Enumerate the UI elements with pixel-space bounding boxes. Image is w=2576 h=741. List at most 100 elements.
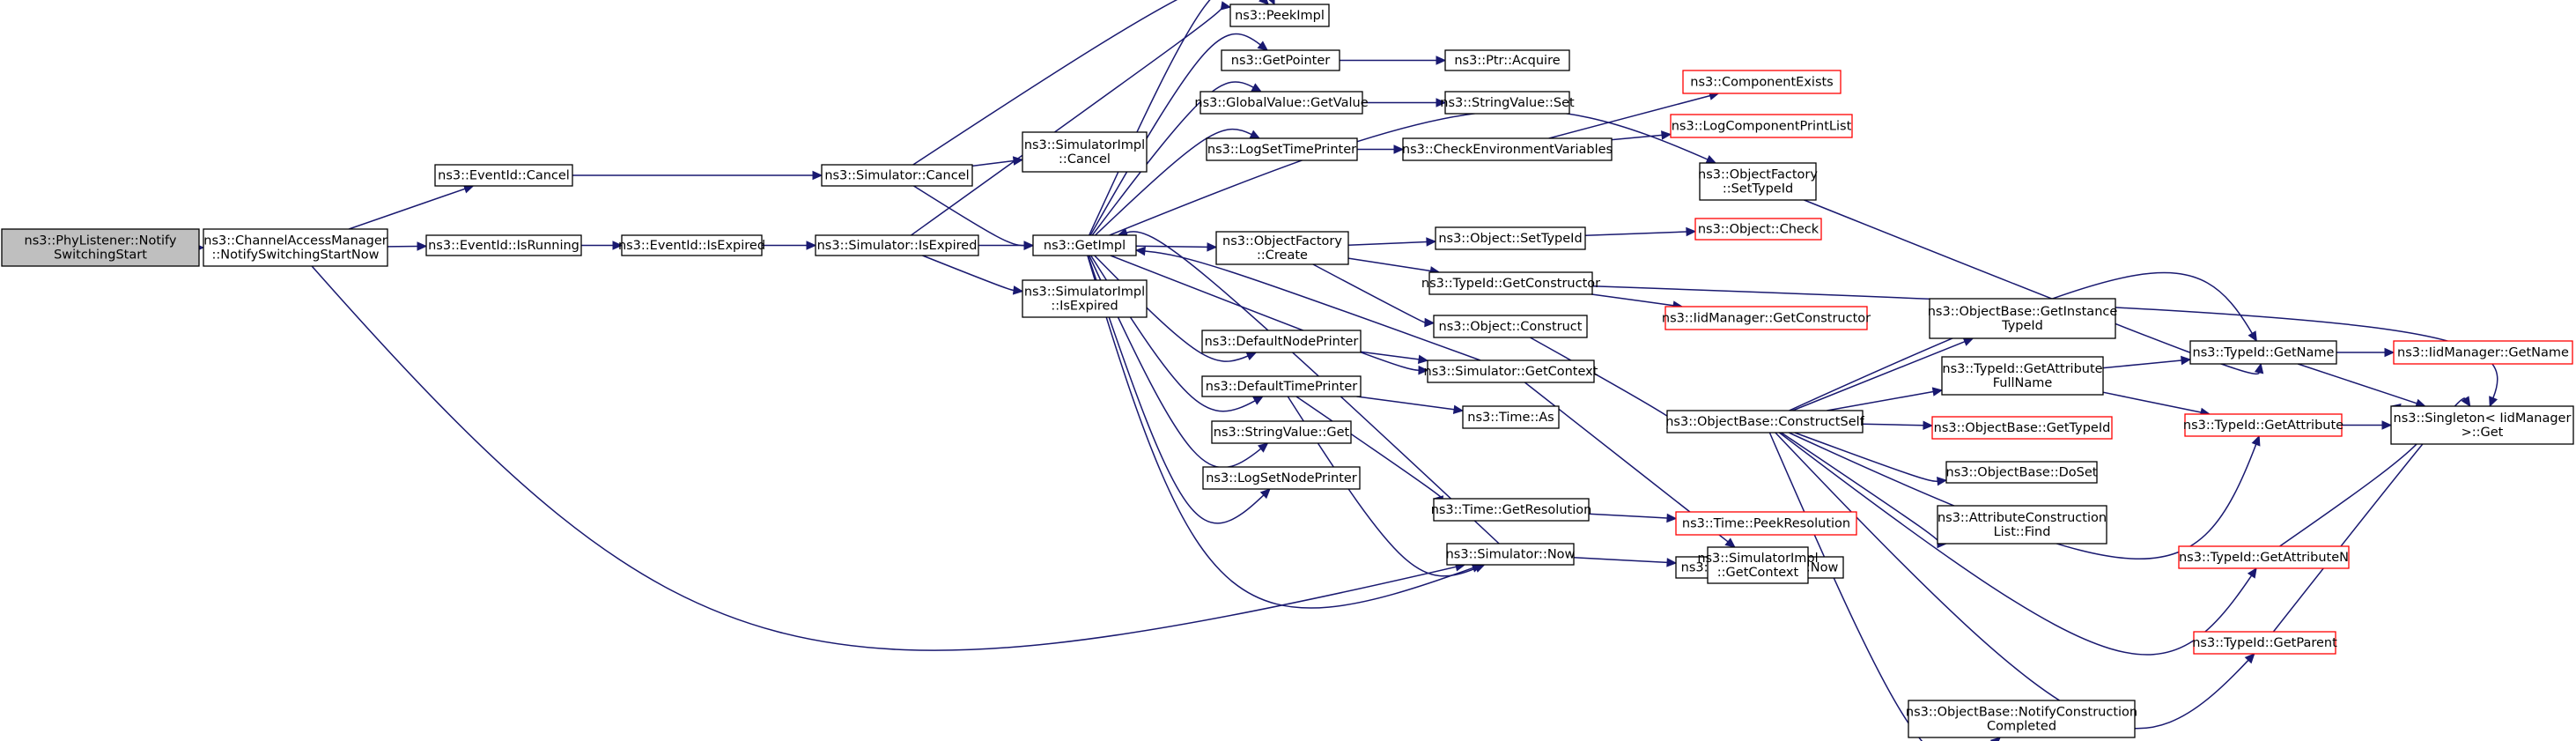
node-objconstruct[interactable]: ns3::Object::Construct xyxy=(1433,315,1588,338)
node-box[interactable] xyxy=(2178,545,2350,569)
node-objcheck[interactable]: ns3::Object::Check xyxy=(1694,218,1822,241)
node-box[interactable] xyxy=(1666,410,1864,433)
node-box[interactable] xyxy=(621,234,763,256)
node-logcompprint[interactable]: ns3::LogComponentPrintList xyxy=(1670,114,1853,138)
node-box[interactable] xyxy=(1682,70,1842,94)
node-obgettypeid[interactable]: ns3::ObjectBase::GetTypeId xyxy=(1931,416,2113,440)
node-box[interactable] xyxy=(1,228,200,267)
node-getpointer[interactable]: ns3::GetPointer xyxy=(1221,49,1340,71)
node-simnow[interactable]: ns3::Simulator::Now xyxy=(1446,543,1576,566)
node-iidgetname[interactable]: ns3::IidManager::GetName xyxy=(2393,340,2573,365)
node-box[interactable] xyxy=(1707,546,1809,584)
node-simcancel[interactable]: ns3::Simulator::Cancel xyxy=(821,164,973,187)
node-box[interactable] xyxy=(1908,700,2136,738)
node-box[interactable] xyxy=(1937,505,2107,545)
node-compexists[interactable]: ns3::ComponentExists xyxy=(1682,70,1842,94)
node-box[interactable] xyxy=(1201,375,1362,397)
node-box[interactable] xyxy=(203,228,388,267)
node-evrunning[interactable]: ns3::EventId::IsRunning xyxy=(425,234,582,256)
node-box[interactable] xyxy=(1211,420,1352,444)
node-box[interactable] xyxy=(1221,49,1340,71)
node-objsettypeid[interactable]: ns3::Object::SetTypeId xyxy=(1435,226,1586,250)
node-tidgetname[interactable]: ns3::TypeId::GetName xyxy=(2189,340,2337,365)
node-box[interactable] xyxy=(2189,340,2337,365)
edge-objsettypeid-to-objcheck xyxy=(1584,231,1687,237)
node-box[interactable] xyxy=(1435,226,1586,250)
node-box[interactable] xyxy=(815,234,979,256)
node-box[interactable] xyxy=(1206,137,1358,161)
node-box[interactable] xyxy=(2390,405,2574,445)
node-box[interactable] xyxy=(1215,231,1349,265)
node-box[interactable] xyxy=(1929,298,2116,339)
node-logsettp[interactable]: ns3::LogSetTimePrinter xyxy=(1206,137,1358,161)
node-tidgetparent[interactable]: ns3::TypeId::GetParent xyxy=(2192,631,2337,655)
node-simexpired[interactable]: ns3::Simulator::IsExpired xyxy=(815,234,979,256)
node-box[interactable] xyxy=(434,164,573,187)
node-box[interactable] xyxy=(1201,330,1362,353)
node-box[interactable] xyxy=(2184,413,2343,437)
node-gvget[interactable]: ns3::GlobalValue::GetValue xyxy=(1194,91,1369,115)
node-implgetctx[interactable]: ns3::SimulatorImpl::GetContext xyxy=(1697,546,1819,584)
node-logsetnp[interactable]: ns3::LogSetNodePrinter xyxy=(1202,466,1361,490)
node-ofcreate[interactable]: ns3::ObjectFactory::Create xyxy=(1215,231,1349,265)
node-box[interactable] xyxy=(2193,631,2336,655)
node-box[interactable] xyxy=(1022,279,1148,318)
node-box[interactable] xyxy=(821,164,973,187)
node-label: ns3::EventId::IsRunning xyxy=(428,239,579,253)
node-box[interactable] xyxy=(1694,218,1822,241)
node-cam[interactable]: ns3::ChannelAccessManager::NotifySwitchi… xyxy=(203,228,388,267)
node-box[interactable] xyxy=(1202,466,1361,490)
node-tidgetattr[interactable]: ns3::TypeId::GetAttribute xyxy=(2183,413,2343,437)
node-box[interactable] xyxy=(425,234,582,256)
node-obdoset[interactable]: ns3::ObjectBase::DoSet xyxy=(1945,461,2098,484)
node-box[interactable] xyxy=(1670,114,1853,138)
node-implcancel[interactable]: ns3::SimulatorImpl::Cancel xyxy=(1022,131,1148,173)
node-ofsettypeid[interactable]: ns3::ObjectFactory::SetTypeId xyxy=(1698,162,1818,201)
node-checkenv[interactable]: ns3::CheckEnvironmentVariables xyxy=(1402,137,1613,161)
node-defnp[interactable]: ns3::DefaultNodePrinter xyxy=(1201,330,1362,353)
node-box[interactable] xyxy=(1664,306,1868,330)
node-box[interactable] xyxy=(1433,315,1588,338)
node-svset[interactable]: ns3::StringValue::Set xyxy=(1440,91,1575,115)
node-box[interactable] xyxy=(1444,49,1570,71)
node-box[interactable] xyxy=(1427,359,1595,383)
node-box[interactable] xyxy=(1402,137,1613,161)
node-evcancel[interactable]: ns3::EventId::Cancel xyxy=(434,164,573,187)
node-implexpired[interactable]: ns3::SimulatorImpl::IsExpired xyxy=(1022,279,1148,318)
node-obconstructself[interactable]: ns3::ObjectBase::ConstructSelf xyxy=(1665,410,1865,433)
node-box[interactable] xyxy=(1032,234,1137,256)
node-notify[interactable]: ns3::PhyListener::NotifySwitchingStart xyxy=(1,228,200,267)
node-svget[interactable]: ns3::StringValue::Get xyxy=(1211,420,1352,444)
node-tidgetctor[interactable]: ns3::TypeId::GetConstructor xyxy=(1421,271,1600,295)
node-box[interactable] xyxy=(1433,498,1590,522)
node-peekimpl[interactable]: ns3::PeekImpl xyxy=(1229,4,1330,27)
node-box[interactable] xyxy=(1428,271,1593,295)
node-obnotify[interactable]: ns3::ObjectBase::NotifyConstructionCompl… xyxy=(1906,700,2137,738)
node-box[interactable] xyxy=(2393,340,2573,365)
node-simgetctx[interactable]: ns3::Simulator::GetContext xyxy=(1424,359,1598,383)
node-timeas[interactable]: ns3::Time::As xyxy=(1462,405,1560,429)
node-box[interactable] xyxy=(1931,416,2113,440)
node-timepeekres[interactable]: ns3::Time::PeekResolution xyxy=(1675,511,1857,536)
node-box[interactable] xyxy=(1675,511,1857,536)
node-box[interactable] xyxy=(1462,405,1560,429)
node-box[interactable] xyxy=(1945,461,2098,484)
node-tidgetattrn[interactable]: ns3::TypeId::GetAttributeN xyxy=(2178,545,2350,569)
node-ptracq[interactable]: ns3::Ptr::Acquire xyxy=(1444,49,1570,71)
node-timegetres[interactable]: ns3::Time::GetResolution xyxy=(1431,498,1592,522)
node-singleton[interactable]: ns3::Singleton< IidManager >::Get xyxy=(2390,405,2574,445)
node-iidgetctor[interactable]: ns3::IidManager::GetConstructor xyxy=(1662,306,1871,330)
node-box[interactable] xyxy=(1199,91,1363,115)
node-box[interactable] xyxy=(1022,131,1148,173)
node-box[interactable] xyxy=(1229,4,1330,27)
node-box[interactable] xyxy=(1941,356,2104,396)
node-evexpired[interactable]: ns3::EventId::IsExpired xyxy=(618,234,765,256)
node-box[interactable] xyxy=(1444,91,1570,115)
node-box[interactable] xyxy=(1699,162,1817,201)
node-deftp[interactable]: ns3::DefaultTimePrinter xyxy=(1201,375,1362,397)
node-box[interactable] xyxy=(1446,543,1575,566)
node-getimpl[interactable]: ns3::GetImpl xyxy=(1032,234,1137,256)
